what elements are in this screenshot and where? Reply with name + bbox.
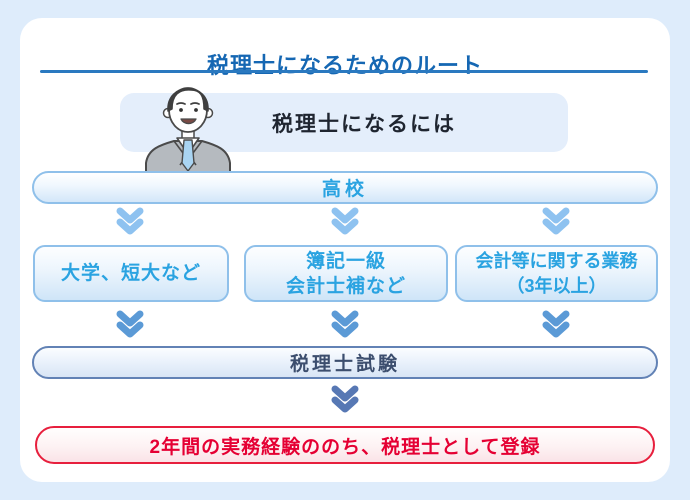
flow-node-bookkeeping-line1: 簿記一級 [305,250,386,272]
flow-result-label: 2年間の実務経験ののち、税理士として登録 [149,436,541,458]
flow-node-accounting-work-line2: （3年以上） [506,275,607,296]
flow-node-university: 大学、短大など [33,245,229,302]
double-chevron-down-icon [331,310,359,338]
flow-node-exam: 税理士試験 [32,346,658,379]
flow-node-highschool: 高校 [32,171,658,204]
flow-node-bookkeeping-line2: 会計士補など [285,275,406,297]
flow-node-accounting-work: 会計等に関する業務 （3年以上） [455,245,658,302]
flow-node-accounting-work-line1: 会計等に関する業務 [475,250,638,271]
double-chevron-down-icon [331,385,359,413]
double-chevron-down-icon [542,207,570,235]
double-chevron-down-icon [331,207,359,235]
flow-node-university-label: 大学、短大など [60,263,201,284]
flow-node-bookkeeping: 簿記一級 会計士補など [244,245,448,302]
flow-node-exam-label: 税理士試験 [289,354,400,375]
double-chevron-down-icon [116,310,144,338]
title-underline [40,70,648,73]
flow-node-highschool-label: 高校 [321,179,368,200]
double-chevron-down-icon [116,207,144,235]
page-title: 税理士になるためのルート [206,53,483,78]
intro-label: 税理士になるには [272,112,456,136]
businessman-illustration [145,87,231,172]
flow-result: 2年間の実務経験ののち、税理士として登録 [35,426,655,464]
card: 税理士になるためのルート 税理士になるには [20,18,670,482]
double-chevron-down-icon [542,310,570,338]
